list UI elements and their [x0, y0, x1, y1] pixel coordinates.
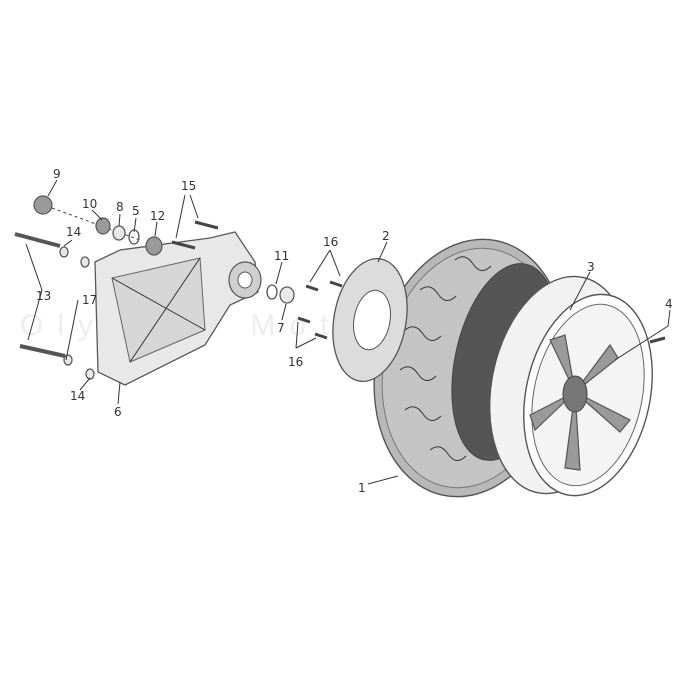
- brake-disc[interactable]: [324, 253, 416, 388]
- callout-14-upper: 14: [66, 225, 81, 239]
- circlip-5[interactable]: [128, 229, 140, 245]
- callout-4: 4: [665, 297, 673, 311]
- bearing-10[interactable]: [95, 217, 111, 235]
- callout-14-lower: 14: [70, 389, 85, 403]
- callout-16-lower: 16: [288, 355, 303, 369]
- leader-lines: [25, 179, 671, 485]
- bearing-12[interactable]: [145, 236, 163, 256]
- callout-8: 8: [116, 200, 124, 214]
- washer-11[interactable]: [266, 284, 278, 300]
- swingarm-bracket[interactable]: [94, 231, 262, 386]
- wheel-rim[interactable]: [471, 263, 670, 507]
- callout-3: 3: [587, 260, 595, 274]
- callout-16-upper: 16: [323, 235, 338, 249]
- callout-6: 6: [114, 405, 122, 419]
- callout-2: 2: [382, 229, 390, 243]
- bolt-13[interactable]: [14, 232, 66, 358]
- washer-14[interactable]: [59, 246, 95, 380]
- callout-7: 7: [277, 321, 285, 335]
- callout-9: 9: [53, 167, 61, 181]
- callout-10: 10: [82, 197, 97, 211]
- valve-4[interactable]: [649, 336, 666, 344]
- spacer-8[interactable]: [112, 225, 126, 241]
- nut-7[interactable]: [279, 286, 295, 304]
- callout-11: 11: [274, 249, 289, 263]
- screw-15[interactable]: [171, 220, 219, 250]
- callout-15: 15: [181, 179, 196, 193]
- callout-13: 13: [36, 289, 51, 303]
- nut-9[interactable]: [33, 195, 53, 215]
- callout-1: 1: [358, 481, 366, 495]
- callout-5: 5: [132, 204, 140, 218]
- disc-screws-16[interactable]: [297, 280, 343, 340]
- callout-17: 17: [82, 293, 97, 307]
- callout-12: 12: [150, 209, 165, 223]
- callout-labels: 1 2 3 4 5 6 7 8 9 10 11 12 13 14 14 15 1…: [36, 167, 673, 495]
